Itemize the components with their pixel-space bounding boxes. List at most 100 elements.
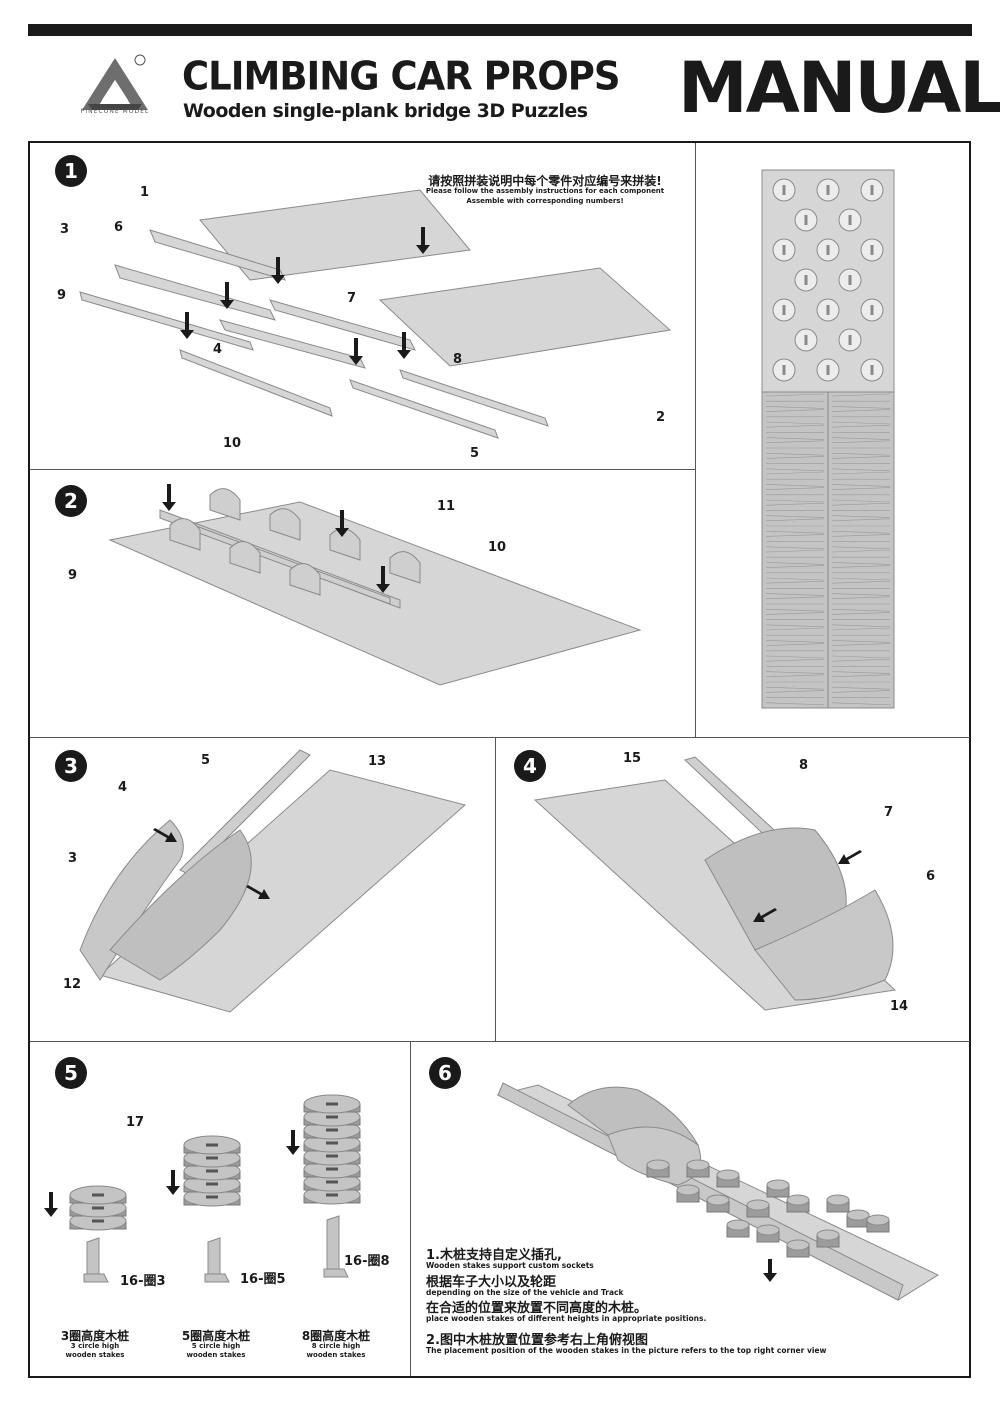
label-3-step3: 3 <box>68 851 78 866</box>
slot-mark <box>782 185 786 195</box>
label-9-step2: 9 <box>68 568 78 583</box>
slot-mark <box>782 305 786 315</box>
instruction-en-line2: Assemble with corresponding numbers! <box>466 197 624 205</box>
stake-5-cn: 5圈高度木桩 <box>181 1329 251 1343</box>
label-11-step2: 11 <box>437 499 456 514</box>
divider-step1-step2 <box>30 469 695 470</box>
divider-step3-step4 <box>495 738 496 1041</box>
label-5-step3: 5 <box>201 753 211 768</box>
slot-mark <box>848 215 852 225</box>
stake-5-en-line2: wooden stakes <box>186 1351 246 1359</box>
divider-row2 <box>30 737 970 738</box>
stake-8-cn: 8圈高度木桩 <box>301 1329 371 1343</box>
label-13-step3: 13 <box>368 754 387 769</box>
divider-row3 <box>30 1041 970 1042</box>
step-2-diagram <box>108 484 642 686</box>
page-title: CLIMBING CAR PROPS <box>182 54 620 100</box>
top-bar <box>28 24 972 36</box>
label-6-step4: 6 <box>926 869 936 884</box>
part-3-side <box>114 264 276 321</box>
stake-3-cn: 3圈高度木桩 <box>60 1329 130 1343</box>
stake-8-en-line2: wooden stakes <box>306 1351 366 1359</box>
step-4-badge: 4 <box>514 750 546 782</box>
step-6-badge: 6 <box>429 1057 461 1089</box>
stake-5-en: 5 circle high wooden stakes <box>166 1342 266 1360</box>
part-6-side <box>149 229 286 281</box>
slot-mark <box>782 245 786 255</box>
note6-line2-cn: 根据车子大小以及轮距 <box>426 1275 557 1290</box>
label-1: 1 <box>140 185 150 200</box>
note6-line1-en: Wooden stakes support custom sockets <box>426 1261 594 1270</box>
instruction-en: Please follow the assembly instructions … <box>380 186 710 206</box>
label-10-step2: 10 <box>488 540 507 555</box>
stake-5-en-line1: 5 circle high <box>191 1342 241 1350</box>
instruction-cn: 请按照拼装说明中每个零件对应编号来拼装! <box>428 174 662 188</box>
step-2-badge: 2 <box>55 485 87 517</box>
slot-mark <box>826 365 830 375</box>
slot-mark <box>848 335 852 345</box>
step-5-diagram <box>44 1094 361 1283</box>
part-7-side <box>269 299 416 351</box>
slot-mark <box>870 185 874 195</box>
step-3-diagram <box>79 749 467 1013</box>
note6-line4-cn: 2.图中木桩放置位置参考右上角俯视图 <box>426 1333 648 1348</box>
step-5-badge: 5 <box>55 1057 87 1089</box>
label-7: 7 <box>347 291 357 306</box>
label-15-step4: 15 <box>623 751 642 766</box>
label-6: 6 <box>114 220 124 235</box>
slot-mark <box>804 215 808 225</box>
label-9: 9 <box>57 288 67 303</box>
note6-line4-en: The placement position of the wooden sta… <box>426 1346 827 1355</box>
slot-mark <box>870 365 874 375</box>
label-5: 5 <box>470 446 480 461</box>
slot-mark <box>826 305 830 315</box>
logo-caption: PINECONE MODEL <box>80 108 150 115</box>
instruction-en-line1: Please follow the assembly instructions … <box>425 187 665 195</box>
step-6-diagram <box>496 1082 940 1301</box>
label-stake-3: 16-圈3 <box>120 1274 166 1289</box>
stake-8-en-line1: 8 circle high <box>311 1342 361 1350</box>
page-subtitle: Wooden single-plank bridge 3D Puzzles <box>183 100 588 122</box>
part-8-rail <box>399 369 549 427</box>
label-8: 8 <box>453 352 463 367</box>
label-12-step3: 12 <box>63 977 82 992</box>
slot-mark <box>870 245 874 255</box>
manual-heading: MANUAL <box>678 47 1000 129</box>
note6-line2-en: depending on the size of the vehicle and… <box>426 1288 624 1297</box>
label-stake-8: 16-圈8 <box>344 1254 390 1269</box>
part-2-plank <box>378 267 672 367</box>
label-4: 4 <box>213 342 223 357</box>
step-3-badge: 3 <box>55 750 87 782</box>
part-4-side <box>219 319 366 369</box>
label-2: 2 <box>656 410 666 425</box>
brand-logo-icon <box>82 54 148 110</box>
slot-mark <box>826 245 830 255</box>
stake-3-en: 3 circle high wooden stakes <box>45 1342 145 1360</box>
label-7-step4: 7 <box>884 805 894 820</box>
divider-vertical-top <box>695 143 696 737</box>
stake-8-en: 8 circle high wooden stakes <box>286 1342 386 1360</box>
part-9-rail <box>79 291 254 351</box>
slot-mark <box>804 275 808 285</box>
content-frame <box>28 141 971 1378</box>
top-view-diagram <box>761 169 895 709</box>
label-8-step4: 8 <box>799 758 809 773</box>
label-14-step4: 14 <box>890 999 909 1014</box>
slot-mark <box>848 275 852 285</box>
slot-mark <box>826 185 830 195</box>
stake-3-en-line1: 3 circle high <box>70 1342 120 1350</box>
label-10: 10 <box>223 436 242 451</box>
note6-line3-en: place wooden stakes of different heights… <box>426 1314 707 1323</box>
part-5-rail <box>349 379 499 439</box>
note6-line3-cn: 在合适的位置来放置不同高度的木桩。 <box>426 1301 648 1316</box>
slot-mark <box>870 305 874 315</box>
slot-mark <box>782 365 786 375</box>
step-1-badge: 1 <box>55 155 87 187</box>
note6-line1-cn: 1.木桩支持自定义插孔, <box>426 1248 562 1263</box>
stake-3-en-line2: wooden stakes <box>65 1351 125 1359</box>
label-3: 3 <box>60 222 70 237</box>
label-17-step5: 17 <box>126 1115 145 1130</box>
slot-mark <box>804 335 808 345</box>
part-10-rail <box>179 349 333 417</box>
step-1-diagram <box>79 189 672 439</box>
